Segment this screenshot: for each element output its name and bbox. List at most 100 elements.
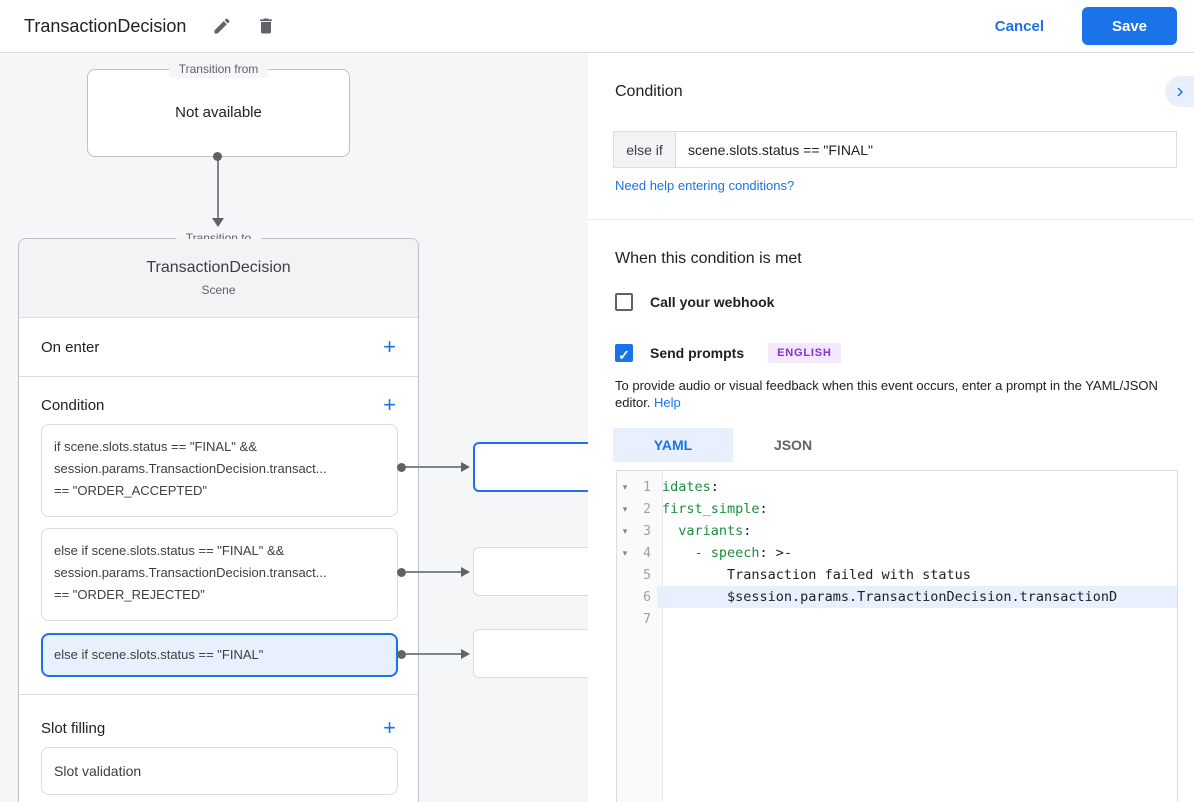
editor-line: ▾ 3 variants: [617,520,1177,542]
code-line: $session.params.TransactionDecision.tran… [657,586,1177,608]
send-prompts-label: Send prompts [650,345,745,361]
scene-node-header[interactable]: TransactionDecision Scene [19,239,418,318]
code-key: first_simple [662,501,760,517]
prompt-description-text: To provide audio or visual feedback when… [615,378,1158,410]
line-number: 1 [643,479,651,495]
condition-help-link[interactable]: Need help entering conditions? [615,178,795,193]
connector-dot [397,650,406,659]
webhook-option-row: Call your webhook [615,293,774,311]
yaml-code-editor[interactable]: ▾ 1 idates: ▾ 2 first_simple: ▾ 3 varian… [616,470,1178,802]
save-button[interactable]: Save [1082,7,1177,45]
slot-filling-section-header: Slot filling + [19,708,418,748]
line-number: 5 [643,567,651,583]
add-on-enter-button[interactable]: + [383,334,396,359]
rename-scene-button[interactable] [204,8,240,44]
when-condition-met-heading: When this condition is met [615,250,802,267]
on-enter-label: On enter [41,338,100,356]
condition-card-line: == "ORDER_ACCEPTED" [54,483,207,498]
cancel-button[interactable]: Cancel [994,17,1044,35]
condition-section-label: Condition [41,396,105,414]
condition-section-header: Condition + [19,385,418,425]
code-text: $session.params.TransactionDecision.tran… [727,589,1118,605]
code-rest: : [743,523,752,539]
line-number: 2 [643,501,651,517]
connector-dot [397,568,406,577]
code-line: variants: [657,520,1177,542]
line-number: 7 [643,611,651,627]
fold-toggle-icon[interactable]: ▾ [622,481,628,492]
connector-arrow [406,462,470,472]
condition-detail-panel: Condition else if Need help entering con… [588,53,1194,802]
condition-card-line: else if scene.slots.status == "FINAL" && [54,543,285,558]
call-webhook-label: Call your webhook [650,294,775,310]
condition-expression-row: else if [613,131,1177,168]
code-rest: : [710,479,719,495]
target-node[interactable] [473,547,588,596]
editor-rows: ▾ 1 idates: ▾ 2 first_simple: ▾ 3 varian… [617,471,1177,630]
code-line: idates: [657,476,1177,498]
call-webhook-checkbox[interactable] [615,293,633,311]
transition-to-node: Transition to TransactionDecision Scene … [18,230,419,802]
help-link[interactable]: Help [654,395,681,410]
fold-toggle-icon[interactable]: ▾ [622,547,628,558]
fold-toggle-icon[interactable]: ▾ [622,525,628,536]
send-prompts-checkbox[interactable]: ✓ [615,344,633,363]
scene-diagram-canvas: Transition from Not available Transition… [0,53,588,802]
connector-dot [213,152,222,161]
code-key: idates [662,479,711,495]
tab-json[interactable]: JSON [733,428,853,462]
condition-card-rejected[interactable]: else if scene.slots.status == "FINAL" &&… [41,528,398,621]
slot-filling-label: Slot filling [41,719,106,737]
page-title: TransactionDecision [24,15,187,36]
code-line: Transaction failed with status [657,564,1177,586]
connector-arrow [406,649,470,659]
condition-card-final-selected[interactable]: else if scene.slots.status == "FINAL" [41,633,398,677]
prompts-option-row: ✓ Send prompts ENGLISH [615,343,841,363]
condition-card-line: session.params.TransactionDecision.trans… [54,565,327,580]
code-indent [662,545,695,561]
panel-title: Condition [615,83,683,100]
editor-gutter [617,471,663,802]
code-indent [662,589,727,605]
transition-arrow-head [212,218,224,227]
editor-line: ▾ 2 first_simple: [617,498,1177,520]
pencil-icon [214,18,230,34]
transition-from-value: Not available [175,104,262,121]
code-rest: : >- [759,545,793,561]
scene-node-subtitle: Scene [201,283,236,297]
editor-line: 5 Transaction failed with status [617,564,1177,586]
condition-card-line: else if scene.slots.status == "FINAL" [54,647,264,662]
delete-scene-button[interactable] [248,8,284,44]
transition-arrow [217,160,219,218]
collapse-panel-button[interactable] [1165,76,1194,107]
target-node-selected[interactable] [473,442,588,492]
code-rest: : [759,501,768,517]
add-condition-button[interactable]: + [383,392,396,417]
code-line [657,608,1177,630]
add-slot-button[interactable]: + [383,715,396,740]
fold-toggle-icon[interactable]: ▾ [622,503,628,514]
transition-from-node[interactable]: Transition from Not available [87,61,350,157]
condition-card-accepted[interactable]: if scene.slots.status == "FINAL" && sess… [41,424,398,517]
line-number: 6 [643,589,651,605]
tab-yaml[interactable]: YAML [613,428,733,462]
section-divider [19,694,418,695]
chevron-right-icon [1176,87,1183,96]
code-text: Transaction failed with status [727,567,971,583]
condition-card-line: == "ORDER_REJECTED" [54,587,205,602]
on-enter-section: On enter + [19,318,418,377]
slot-validation-card[interactable]: Slot validation [41,747,398,795]
condition-expression-input[interactable] [675,131,1177,168]
slot-validation-label: Slot validation [54,763,142,779]
editor-tabs: YAML JSON [613,428,853,462]
condition-card-line: if scene.slots.status == "FINAL" && [54,439,257,454]
target-node[interactable] [473,629,588,678]
code-key: variants [678,523,744,539]
prompt-description: To provide audio or visual feedback when… [615,377,1181,411]
condition-card-line: session.params.TransactionDecision.trans… [54,461,327,476]
editor-line: ▾ 1 idates: [617,476,1177,498]
code-indent [662,567,727,583]
transition-from-legend: Transition from [168,61,269,78]
code-key: - speech [694,545,760,561]
